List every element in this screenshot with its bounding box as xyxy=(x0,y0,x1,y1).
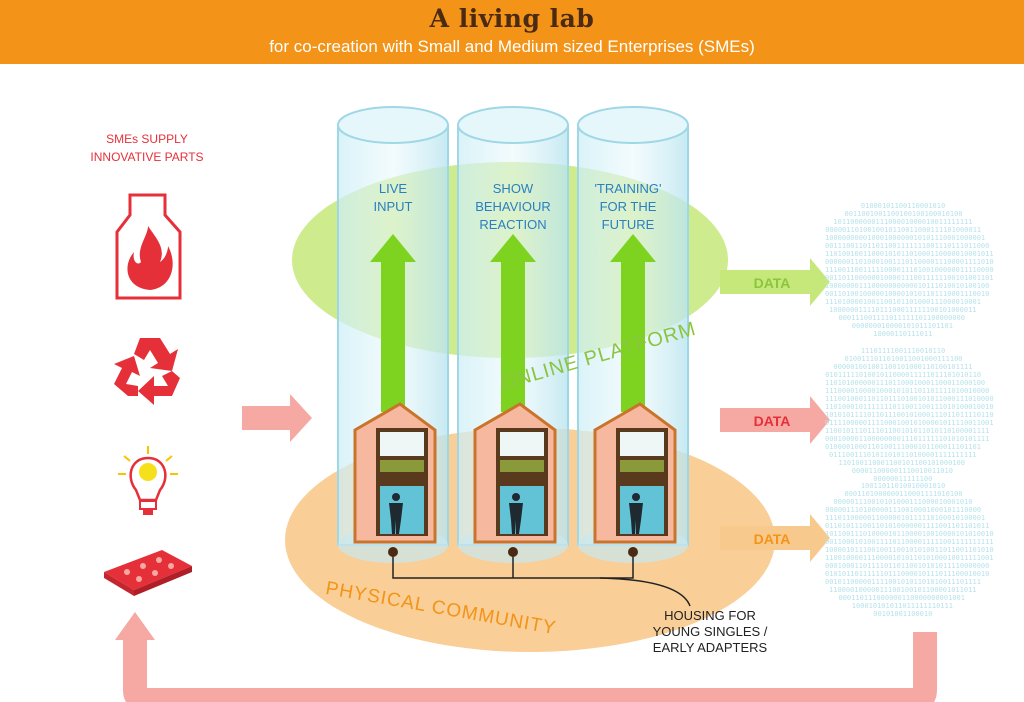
data-arrow-1: DATA xyxy=(720,258,830,306)
svg-text:110100010111111101100110011101: 1101000101111111011001100111010100010010 xyxy=(825,403,994,411)
svg-text:000001110100000111001000100010: 0000011101000001110010001000101110000 xyxy=(825,506,981,514)
living-lab-diagram: LIVE INPUT SHOW BEHAVIOUR REACTION 'TRAI… xyxy=(90,106,994,702)
svg-text:0100111011010011001000111100: 0100111011010011001000111100 xyxy=(845,355,963,363)
svg-text:000111001111011111101100000000: 000111001111011111101100000000 xyxy=(839,314,965,322)
house-3 xyxy=(593,402,677,544)
solar-panel-icon xyxy=(104,550,192,596)
tube-1-label-line-2: INPUT xyxy=(374,199,413,214)
svg-text:000001101001001011001100011110: 0000011010010010110011000111101000011 xyxy=(825,226,981,234)
svg-text:000011000001110010011010: 000011000001110010011010 xyxy=(852,467,953,475)
person-icon xyxy=(629,493,643,534)
housing-label-line-3: EARLY ADAPTERS xyxy=(653,640,768,655)
tube-2-label-line-3: REACTION xyxy=(479,217,546,232)
svg-text:10000110111011: 10000110111011 xyxy=(873,330,932,338)
svg-text:111000010000100010101101101111: 111000010000100010101101101111010010000 xyxy=(825,387,989,395)
tube-3-label-line-1: 'TRAINING' xyxy=(594,181,661,196)
svg-text:000001110010101000111000010001: 000001110010101000111000010001010 xyxy=(833,498,972,506)
svg-text:00000011111100: 00000011111100 xyxy=(873,475,932,483)
svg-text:011110000011110001001010000101: 0111100000111100010010100001011110011001 xyxy=(825,419,994,427)
svg-text:00101001100010: 00101001100010 xyxy=(873,610,932,618)
svg-text:100000011110111000111111001010: 10000001111011100011111100101000011 xyxy=(829,306,977,314)
sme-label-line-2: INNOVATIVE PARTS xyxy=(90,150,203,164)
svg-text:111011000001100000101111101000: 11101100000110000010111110100010100001 xyxy=(825,514,985,522)
svg-text:001100010100111101100001111100: 0011000101001111011000011111001111111111 xyxy=(825,538,994,546)
svg-text:100000001110000000000010111010: 100000001110000000000010111010010100100 xyxy=(825,282,989,290)
svg-text:011010111001101010000001111001: 011010111001101010000001111001101101011 xyxy=(825,522,989,530)
data-arrow-3: DATA xyxy=(720,514,830,562)
svg-text:001110011011011001111111001110: 001110011011011001111111001110111011000 xyxy=(825,242,989,250)
person-icon xyxy=(509,493,523,534)
svg-text:DATA: DATA xyxy=(754,275,791,291)
svg-text:110000100000111001001011000010: 11000010000011100100101100001011011 xyxy=(829,586,977,594)
sme-label-line-1: SMEs SUPPLY xyxy=(106,132,188,146)
svg-text:100010101011011111110111: 100010101011011111110111 xyxy=(852,602,953,610)
svg-text:100000000010001000000101011100: 10000000001000100000010101110001000001 xyxy=(825,234,985,242)
tube-1-label-line-1: LIVE xyxy=(379,181,408,196)
svg-text:0001101000000110001111010100: 0001101000000110001111010100 xyxy=(845,490,963,498)
svg-text:000100001100000000111011111101: 000100001100000000111011111101010101111 xyxy=(825,435,989,443)
svg-text:000001001001100101000110100101: 000001001001100101000110100101111 xyxy=(833,363,972,371)
fire-icon xyxy=(115,193,182,300)
person-icon xyxy=(389,493,403,534)
svg-text:11101111001110010110: 11101111001110010110 xyxy=(861,347,945,355)
house-1 xyxy=(353,402,437,544)
svg-text:DATA: DATA xyxy=(754,531,791,547)
tube-2-label-line-2: BEHAVIOUR xyxy=(475,199,551,214)
tube-3-label-line-3: FUTURE xyxy=(602,217,655,232)
svg-text:000000010000101011101101: 000000010000101011101101 xyxy=(852,322,953,330)
recycle-icon xyxy=(114,338,180,405)
svg-text:110010111011101100101011010110: 110010111011101100101011010110100001111 xyxy=(825,427,989,435)
binary-data-cloud: 0100010110011000101000110010011001001001… xyxy=(825,202,994,618)
light-bulb-icon xyxy=(118,446,178,515)
house-2 xyxy=(473,402,557,544)
sme-input-arrow xyxy=(242,394,312,442)
svg-text:0011001001100100100100010100: 0011001001100100100100010100 xyxy=(845,210,963,218)
svg-text:10011011010010001010: 10011011010010001010 xyxy=(861,482,945,490)
svg-text:110010000111000010101101010001: 1100100001110000101011010100010011111001 xyxy=(825,554,994,562)
svg-text:101100111010000101100001001000: 1011001110100001011000010010000101010010 xyxy=(825,530,994,538)
svg-text:111010000100110010110100011100: 1110100001001100101101000111000010001 xyxy=(825,298,981,306)
svg-text:000000110100010011101100001110: 0000001101000100111011000011100001111010 xyxy=(825,258,994,266)
data-arrow-2: DATA xyxy=(720,396,830,444)
feedback-loop-arrow xyxy=(115,612,937,702)
header-banner: A living lab for co-creation with Small … xyxy=(0,0,1024,64)
svg-text:000100011011110110110010101011: 000100011011110110110010101011110000000 xyxy=(825,562,989,570)
svg-text:001011000001111001010110101001: 0010110000011110010101101010011101111 xyxy=(825,578,981,586)
svg-text:111001100111110000111010010000: 1110011001111100001110100100000011110000 xyxy=(825,266,994,274)
page-subtitle: for co-creation with Small and Medium si… xyxy=(269,37,755,56)
page-title: A living lab xyxy=(429,4,595,33)
svg-text:010000100011010011100010110001: 0100001000110100111000101100011101101 xyxy=(825,443,981,451)
upward-arrow-3 xyxy=(610,234,656,412)
svg-text:010111110100101100001111101110: 0101111101001011000011111011101010110 xyxy=(825,371,981,379)
svg-text:010101101111110111000010111011: 010101101111110111000010111011100010010 xyxy=(825,570,989,578)
svg-text:110100110001100101100101000100: 110100110001100101100101000100 xyxy=(839,459,965,467)
svg-text:001101001000001000010101101110: 001101001000001000010101101110001110010 xyxy=(825,290,989,298)
housing-label-line-1: HOUSING FOR xyxy=(664,608,756,623)
upward-arrow-2 xyxy=(490,234,536,412)
svg-text:101100000011100001000010011111: 101100000011100001000010011111111 xyxy=(833,218,972,226)
svg-text:110101000000111011000100011000: 11010100000011101100010001100011000100 xyxy=(825,379,985,387)
svg-text:111001000110110111010010101100: 1110010001101101110100101011000111010000 xyxy=(825,395,994,403)
svg-text:001101100000010000111001111110: 0011011000000100001110011111100101001101 xyxy=(825,274,994,282)
svg-text:100001011100100110010101001101: 1000010111001001100101010011011001101010 xyxy=(825,546,994,554)
svg-text:101010111101101110010100011101: 1010101111011011100101000111011011110110 xyxy=(825,411,994,419)
tube-2-label-line-1: SHOW xyxy=(493,181,534,196)
tube-3-label-line-2: FOR THE xyxy=(600,199,657,214)
upward-arrow-1 xyxy=(370,234,416,412)
svg-text:110100100110001010110100011000: 1101001001100010101101000110000010001011 xyxy=(825,250,994,258)
housing-label-line-2: YOUNG SINGLES / xyxy=(653,624,768,639)
svg-text:000110111000000110000000001001: 000110111000000110000000001001 xyxy=(839,594,965,602)
svg-text:01000101100110001010: 01000101100110001010 xyxy=(861,202,945,210)
svg-text:DATA: DATA xyxy=(754,413,791,429)
svg-text:011100111010110101101000011111: 01110011101011010110100001111111111 xyxy=(829,451,977,459)
